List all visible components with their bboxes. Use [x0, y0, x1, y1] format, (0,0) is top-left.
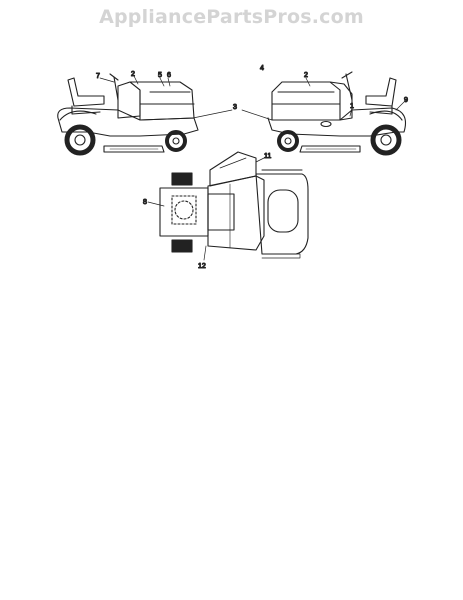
- callout-8: 8: [143, 199, 147, 206]
- callout-5: 5: [158, 72, 162, 79]
- callout-2-right: 2: [304, 72, 308, 79]
- callout-2-left: 2: [131, 71, 135, 78]
- callout-11: 11: [264, 153, 271, 160]
- callout-4: 4: [260, 65, 264, 72]
- tractor-right-side-view: [241, 71, 407, 156]
- site-watermark: AppliancePartsPros.com: [99, 6, 364, 28]
- callout-9: 9: [404, 97, 408, 104]
- tractor-top-view: [147, 151, 309, 261]
- callout-1: 1: [350, 103, 354, 110]
- tractor-left-side-view: [57, 73, 233, 156]
- callout-3: 3: [233, 104, 237, 111]
- callout-12: 12: [198, 263, 206, 270]
- callout-7: 7: [96, 73, 100, 80]
- callout-6: 6: [167, 72, 171, 79]
